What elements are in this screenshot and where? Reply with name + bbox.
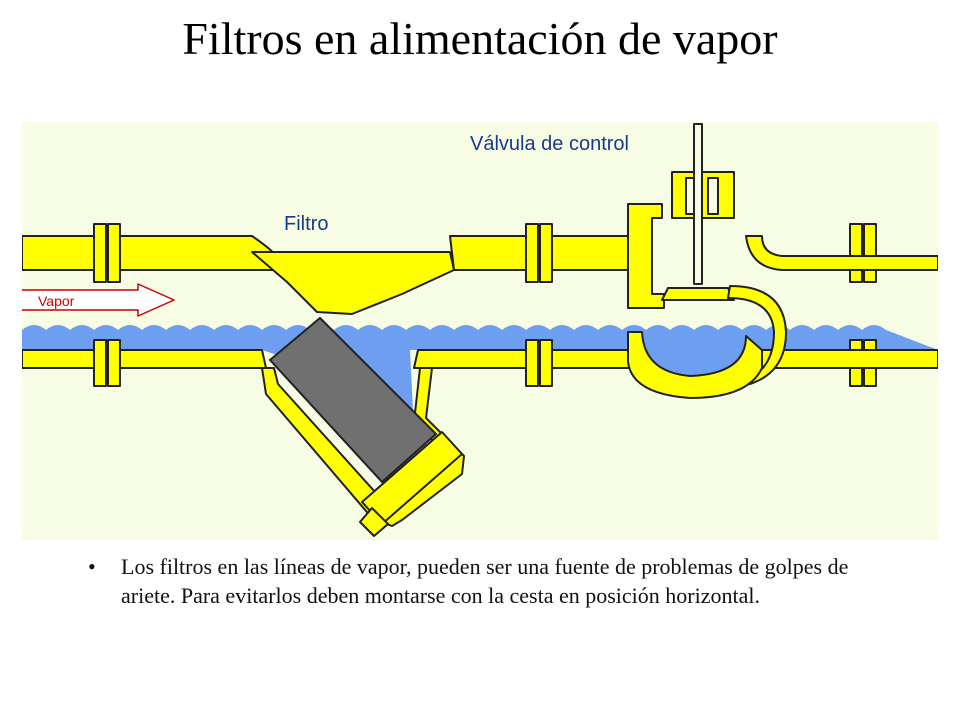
bullet-list: • Los filtros en las líneas de vapor, pu… xyxy=(88,552,908,610)
flange-left-bottom-2 xyxy=(107,339,121,387)
flange-mid-bottom-2 xyxy=(539,339,553,387)
valve-lower-chamber xyxy=(627,331,763,399)
flange-mid-top-2 xyxy=(539,223,553,283)
lower-pipe-wall-right xyxy=(761,349,938,369)
condensate-water xyxy=(22,325,938,350)
flange-right-top-2 xyxy=(863,223,877,283)
flange-left-top-2 xyxy=(107,223,121,283)
bullet-text: Los filtros en las líneas de vapor, pued… xyxy=(121,554,849,608)
filter-label: Filtro xyxy=(284,213,328,235)
filter-cap-plug xyxy=(359,507,389,537)
bullet-item: • Los filtros en las líneas de vapor, pu… xyxy=(88,552,908,610)
slide-title: Filtros en alimentación de vapor xyxy=(182,13,778,64)
lower-pipe-wall-left xyxy=(22,349,267,369)
steam-filter-diagram: Vapor Filtro Válvula de control xyxy=(22,122,938,540)
flow-arrow xyxy=(22,283,175,317)
flow-label: Vapor xyxy=(38,293,75,309)
flange-left-bottom xyxy=(93,339,107,387)
lower-pipe-wall-mid xyxy=(413,349,635,369)
valve-bonnet-inner-2 xyxy=(707,177,719,215)
filter-basket xyxy=(268,316,438,484)
upper-pipe-wall-right xyxy=(745,235,938,271)
valve-stem xyxy=(693,123,703,285)
bullet-symbol: • xyxy=(88,554,96,579)
flange-right-top xyxy=(849,223,863,283)
flange-mid-top xyxy=(525,223,539,283)
filter-upper-boss xyxy=(251,251,455,315)
valve-body-left xyxy=(627,203,665,309)
flange-left-top xyxy=(93,223,107,283)
flange-mid-bottom xyxy=(525,339,539,387)
valve-plug xyxy=(661,287,735,301)
upper-pipe-wall-left xyxy=(22,235,278,271)
control-valve-label: Válvula de control xyxy=(470,133,629,155)
